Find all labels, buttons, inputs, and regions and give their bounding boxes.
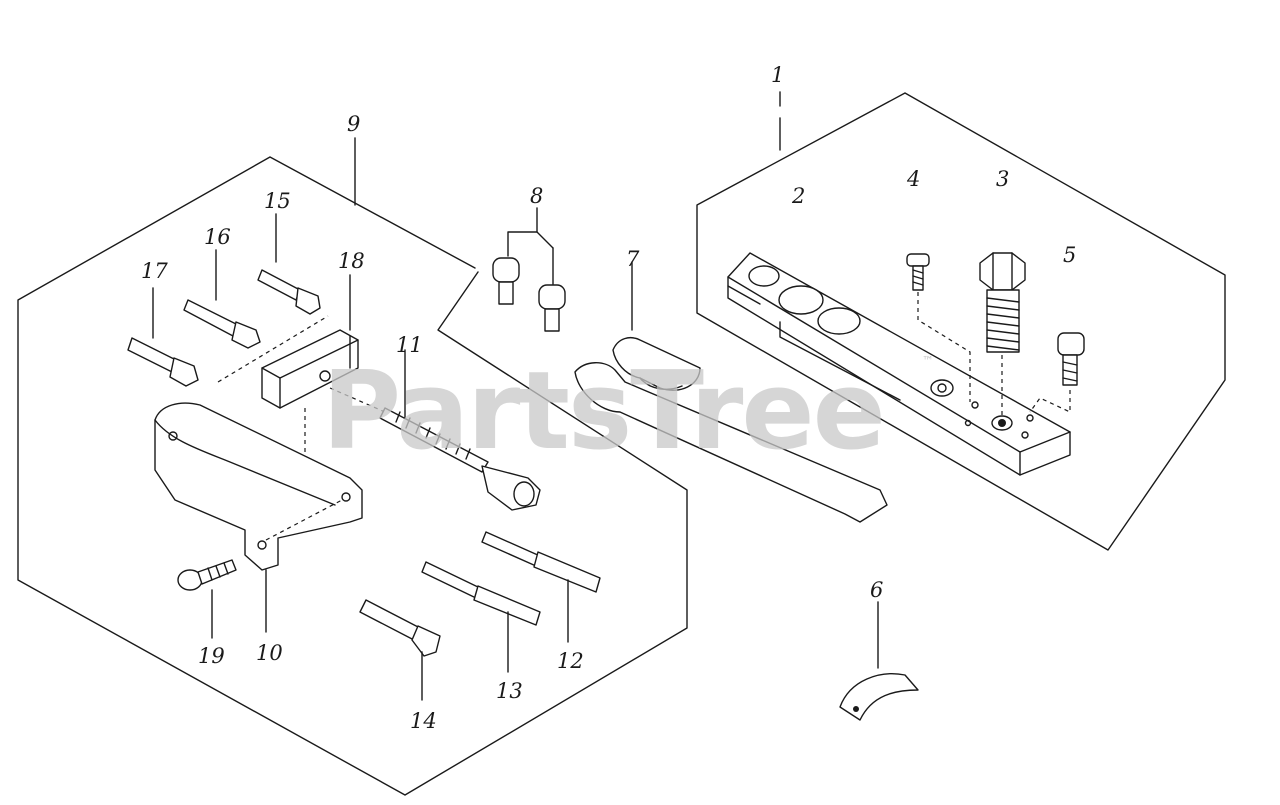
part-3-hex-bolt bbox=[979, 252, 1026, 418]
callout-2: 2 bbox=[791, 184, 805, 208]
group-9-outline bbox=[17, 137, 688, 796]
callout-6: 6 bbox=[870, 578, 883, 602]
callout-1: 1 bbox=[771, 63, 784, 87]
part-17-pin bbox=[127, 287, 329, 387]
callout-3: 3 bbox=[996, 167, 1009, 191]
part-4-screw bbox=[906, 253, 971, 402]
callout-11: 11 bbox=[396, 333, 423, 357]
part-7-flat-wrench bbox=[574, 261, 888, 523]
callout-19: 19 bbox=[198, 644, 225, 668]
callout-7: 7 bbox=[626, 247, 640, 271]
callout-9: 9 bbox=[347, 112, 360, 136]
part-11-threaded-rod bbox=[329, 349, 541, 511]
part-10-bracket bbox=[154, 402, 363, 633]
callout-4: 4 bbox=[906, 167, 920, 191]
part-14-pin bbox=[359, 599, 441, 701]
part-6-curved-shoe bbox=[839, 601, 919, 721]
watermark: PartsTree bbox=[322, 349, 884, 474]
part-13-pin bbox=[421, 561, 541, 673]
part-19-thumb-screw bbox=[177, 559, 237, 639]
callout-17: 17 bbox=[141, 259, 168, 283]
watermark-trademark: ™ bbox=[922, 354, 934, 368]
part-12-pin bbox=[481, 531, 601, 643]
callout-13: 13 bbox=[496, 679, 523, 703]
part-15-pin bbox=[257, 213, 321, 315]
callout-12: 12 bbox=[557, 649, 584, 673]
group-1-outline bbox=[696, 91, 1226, 551]
part-5-bolt bbox=[1029, 332, 1085, 413]
callout-10: 10 bbox=[256, 641, 283, 665]
callout-18: 18 bbox=[338, 249, 365, 273]
callout-16: 16 bbox=[204, 225, 231, 249]
callout-15: 15 bbox=[264, 189, 291, 213]
part-8-cap-screws bbox=[492, 207, 566, 332]
part-2-tool-plate bbox=[727, 252, 1071, 476]
callout-8: 8 bbox=[530, 184, 543, 208]
callout-5: 5 bbox=[1063, 243, 1076, 267]
callout-14: 14 bbox=[410, 709, 437, 733]
part-16-pin bbox=[183, 249, 261, 349]
